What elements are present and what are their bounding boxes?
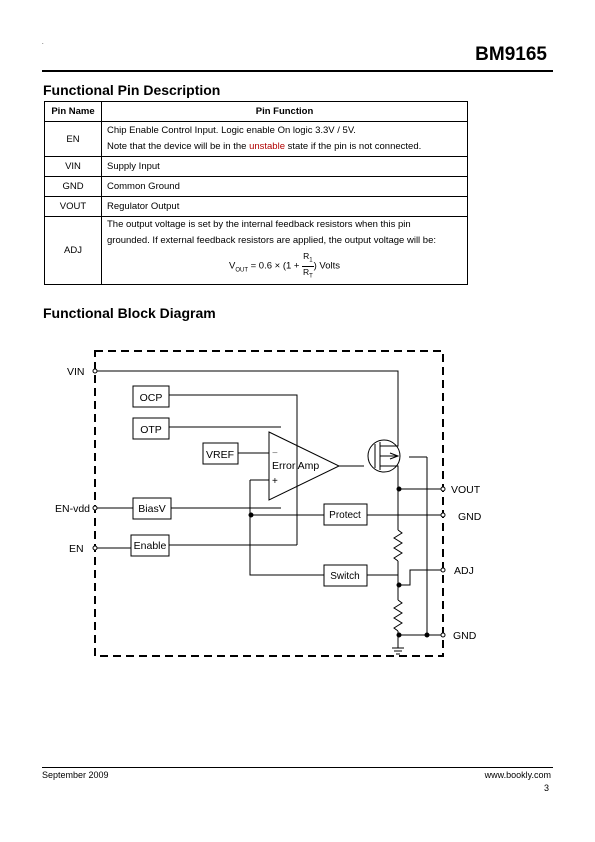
table-row: GND Common Ground [44, 176, 468, 197]
gnd-label: GND [458, 511, 482, 523]
en-vdd-label: EN-vdd [55, 503, 90, 515]
en-vdd-pin-circle [92, 505, 98, 511]
enable-label: Enable [134, 540, 167, 552]
pin-function: Supply Input [101, 156, 468, 177]
pin-name: EN [44, 121, 102, 157]
amp-plus-sign: + [272, 476, 278, 487]
vref-label: VREF [206, 449, 234, 461]
table-row: VIN Supply Input [44, 156, 468, 177]
pin-function: Chip Enable Control Input. Logic enable … [101, 121, 468, 157]
formula-sub: 1 [309, 257, 313, 264]
biasv-label: BiasV [138, 503, 165, 515]
block-diagram: VIN EN-vdd EN VOUT GND ADJ GND OCP OTP V… [55, 350, 482, 657]
vin-label: VIN [67, 366, 85, 378]
page-number: 3 [543, 783, 549, 793]
pin-function: Common Ground [101, 176, 468, 197]
mosfet-drain [380, 440, 399, 447]
switch-label: Switch [330, 571, 359, 582]
header-rule [42, 70, 553, 72]
vin-pin-circle [92, 368, 98, 374]
pin-function-line: Chip Enable Control Input. Logic enable … [107, 125, 356, 136]
formula-tail: ) Volts [313, 260, 341, 272]
resistor-lower [393, 599, 403, 632]
mosfet-source [380, 465, 399, 489]
formula-vout: V [228, 260, 236, 272]
text-run: state if the pin is not connected. [284, 141, 422, 152]
feedback-wire [249, 480, 324, 576]
en-label: EN [69, 543, 84, 555]
pin-function-line: The output voltage is set by the interna… [107, 219, 411, 230]
enable-block [130, 534, 170, 557]
column-header: Pin Name [44, 101, 102, 122]
error-amp-triangle [268, 431, 341, 501]
protect-label: Protect [329, 510, 361, 521]
header-dot: . [42, 40, 44, 46]
table-row: ADJ The output voltage is set by the int… [44, 215, 468, 286]
ocp-label: OCP [140, 392, 163, 404]
table-row: EN Chip Enable Control Input. Logic enab… [44, 121, 468, 157]
adj-pin-circle [440, 567, 446, 573]
pin-description-title: Functional Pin Description [43, 82, 221, 98]
gnd-pin-circle [440, 512, 446, 518]
vref-block [202, 442, 239, 465]
error-amp-label: Error Amp [272, 460, 319, 472]
footer-rule [42, 767, 553, 768]
vout-label: VOUT [451, 484, 481, 496]
gnd-label: GND [453, 630, 477, 642]
pin-function-line: Note that the device will be in the unst… [107, 139, 462, 155]
part-number: BM9165 [475, 44, 547, 65]
table-row: VOUT Regulator Output [44, 196, 468, 217]
ocp-wire [169, 394, 298, 545]
mosfet-arrow [389, 452, 400, 460]
unstable-highlight: unstable [249, 141, 285, 152]
formula-num: R [303, 251, 310, 261]
amp-minus-sign: − [272, 448, 278, 459]
ocp-block [132, 385, 170, 408]
resistor-upper [393, 529, 403, 562]
formula-sub: OUT [235, 267, 248, 274]
ground-symbol [392, 647, 404, 655]
formula-den: R [302, 266, 310, 277]
table-header-row: Pin Name Pin Function [44, 101, 468, 122]
text-run: Note that the device will be in the [107, 141, 250, 152]
adj-label: ADJ [454, 565, 474, 577]
mosfet-circle [367, 439, 401, 473]
formula-sub: T [309, 273, 313, 280]
footer-date: September 2009 [42, 770, 109, 780]
pin-name: VIN [44, 156, 102, 177]
pin-name: ADJ [44, 215, 102, 286]
adj-wire [398, 569, 441, 586]
protect-block [323, 503, 368, 526]
pin-table: Pin Name Pin Function EN Chip Enable Con… [44, 101, 468, 286]
formula-mid: = 0.6 × (1 + [247, 260, 303, 272]
biasv-block [132, 497, 172, 520]
block-diagram-title: Functional Block Diagram [43, 305, 216, 321]
footer-website: www.bookly.com [484, 770, 551, 780]
vout-pin-circle [440, 486, 446, 492]
junction-dot [424, 632, 430, 638]
switch-block [323, 564, 368, 587]
pin-name: VOUT [44, 196, 102, 217]
column-header: Pin Function [101, 101, 468, 122]
otp-label: OTP [140, 424, 162, 436]
en-pin-circle [92, 545, 98, 551]
chip-boundary [94, 350, 444, 657]
vin-wire [97, 370, 399, 440]
pin-function: The output voltage is set by the interna… [101, 215, 468, 286]
junction-dot [248, 512, 254, 518]
otp-block [132, 417, 170, 440]
pin-function-line: grounded. If external feedback resistors… [107, 235, 437, 246]
pin-function: Regulator Output [101, 196, 468, 217]
pin-name: GND [44, 176, 102, 197]
gnd-pin-circle [440, 632, 446, 638]
